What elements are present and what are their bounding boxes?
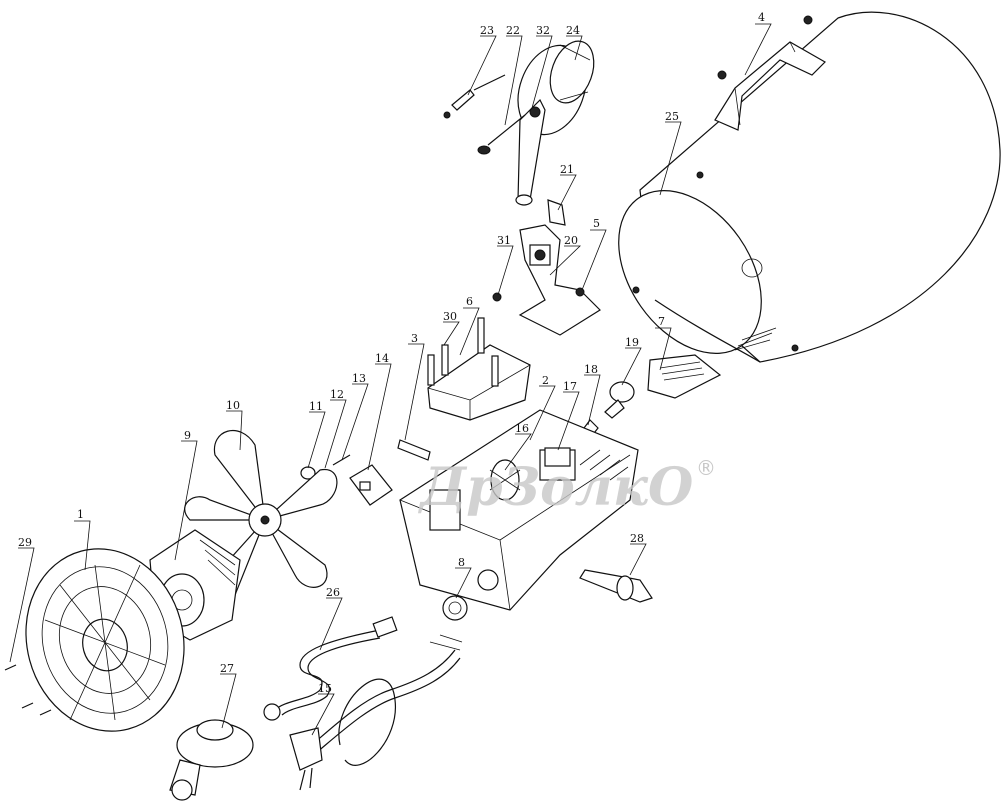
part-27-regulator	[169, 719, 254, 801]
part-3-rod	[397, 439, 431, 461]
label-8: 8	[458, 556, 465, 569]
part-29-screws	[4, 664, 52, 716]
label-28: 28	[630, 532, 644, 545]
part-5-screw	[575, 287, 585, 297]
label-31: 31	[497, 234, 511, 247]
part-7-plate	[647, 354, 722, 399]
label-27: 27	[220, 662, 234, 675]
label-22: 22	[506, 24, 520, 37]
label-5: 5	[593, 217, 600, 230]
label-6: 6	[466, 295, 473, 308]
part-16-pump	[489, 459, 521, 501]
label-14: 14	[375, 352, 389, 365]
label-7: 7	[658, 315, 665, 328]
label-19: 19	[625, 336, 639, 349]
leader-lines	[9, 23, 772, 736]
label-24: 24	[566, 24, 580, 37]
part-8-gland	[442, 595, 468, 621]
label-1: 1	[77, 508, 84, 521]
part-26-gas-hose	[263, 616, 398, 721]
label-2: 2	[542, 374, 549, 387]
part-32-nut	[529, 106, 541, 118]
label-17: 17	[563, 380, 577, 393]
label-25: 25	[665, 110, 679, 123]
label-20: 20	[564, 234, 578, 247]
watermark-registered-mark: ®	[696, 456, 716, 480]
label-21: 21	[560, 163, 574, 176]
part-31-screw	[492, 292, 502, 302]
part-13-screw	[332, 454, 351, 466]
part-28-nozzle	[579, 569, 653, 603]
part-24-burner-head	[515, 40, 595, 206]
part-22-igniter-rod	[477, 114, 526, 155]
part-21-clip	[547, 199, 566, 226]
part-1-fan-guard	[25, 548, 185, 732]
label-11: 11	[309, 400, 323, 413]
label-32: 32	[536, 24, 550, 37]
part-15-power-cord	[289, 634, 463, 791]
label-18: 18	[584, 363, 598, 376]
part-19-fitting	[604, 381, 635, 419]
label-30: 30	[443, 310, 457, 323]
part-6-mount-block	[427, 317, 531, 421]
label-12: 12	[330, 388, 344, 401]
label-26: 26	[326, 586, 340, 599]
part-14-switch	[349, 464, 393, 506]
part-25-housing	[618, 11, 1001, 363]
part-23-electrode	[443, 74, 506, 119]
label-13: 13	[352, 372, 366, 385]
watermark-text: ДрЗолкО	[417, 457, 693, 518]
part-20-bracket	[518, 224, 601, 336]
label-3: 3	[411, 332, 418, 345]
part-4-handle	[714, 15, 826, 131]
label-4: 4	[758, 11, 765, 24]
label-15: 15	[318, 682, 332, 695]
part-17-valve	[544, 447, 571, 467]
part-labels: 1 2 3 4 5 6 7 8 9 10 11 12 13 14 15 16 1…	[18, 11, 765, 695]
label-23: 23	[480, 24, 494, 37]
label-29: 29	[18, 536, 32, 549]
label-10: 10	[226, 399, 240, 412]
label-16: 16	[515, 422, 529, 435]
label-9: 9	[184, 429, 191, 442]
watermark: ДрЗолкО ®	[417, 456, 716, 518]
